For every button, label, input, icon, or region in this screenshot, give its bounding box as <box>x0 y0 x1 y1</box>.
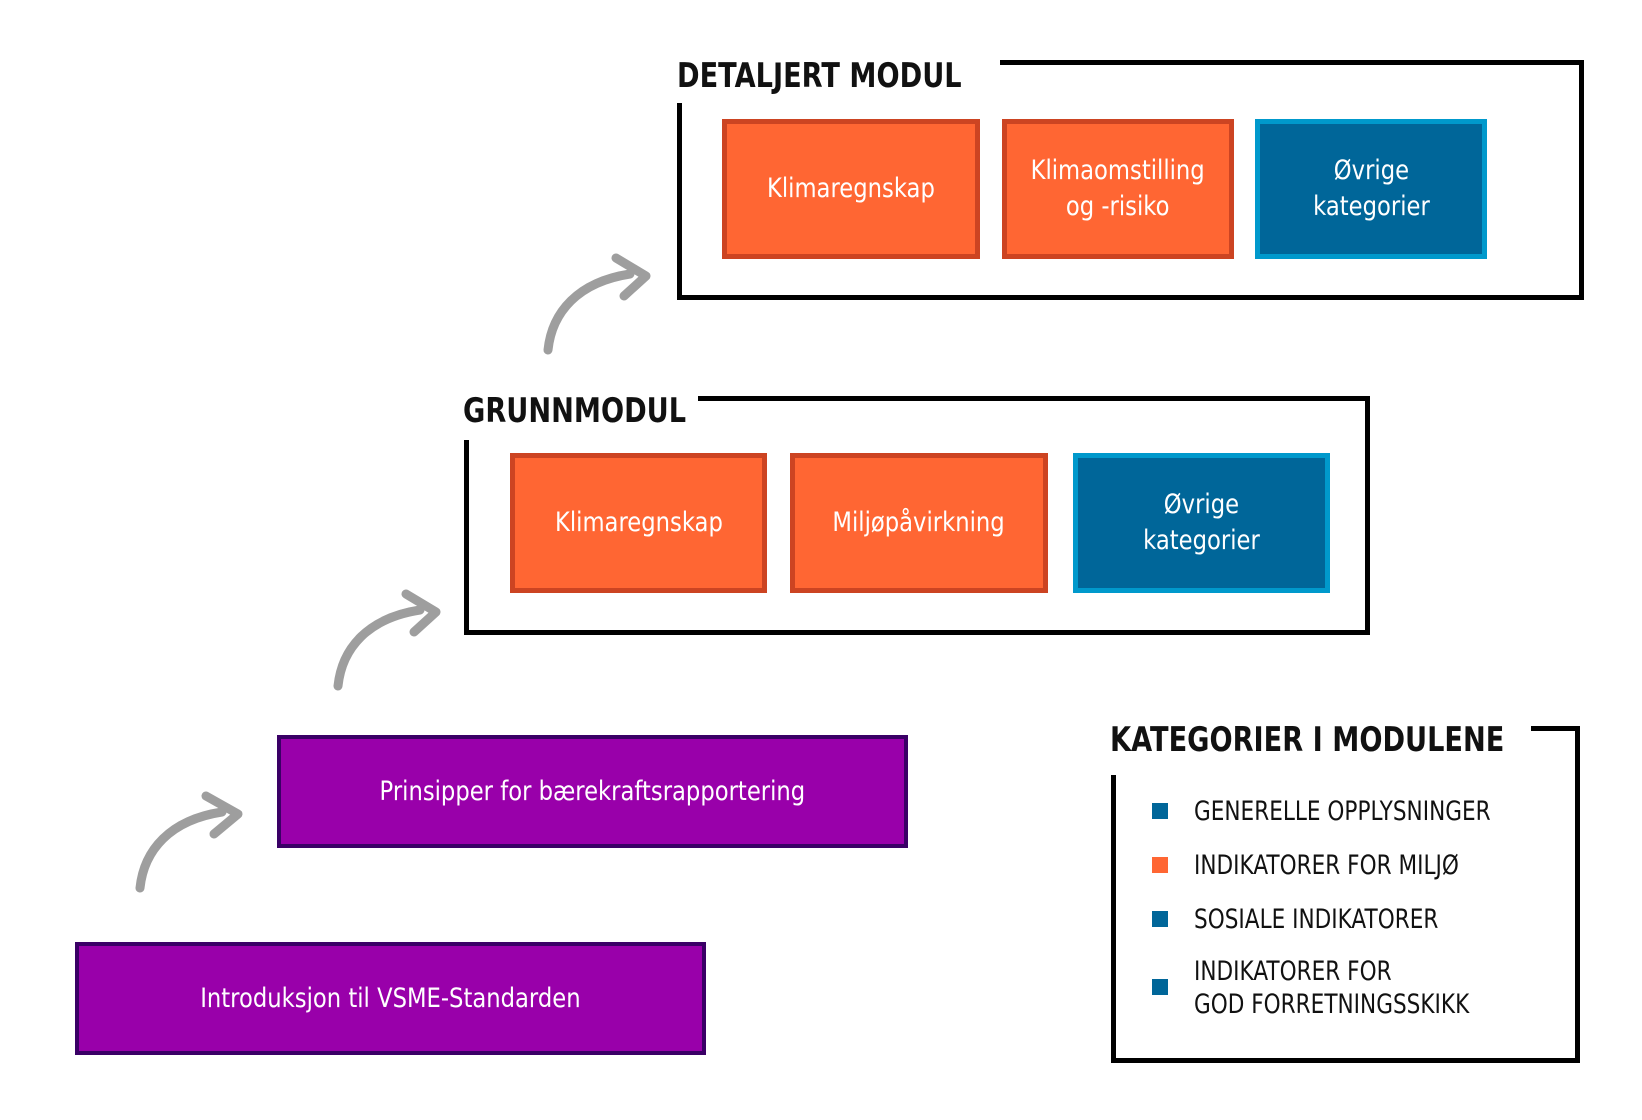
legend-frame-left <box>1111 775 1116 1063</box>
curved-arrow-icon <box>333 589 441 691</box>
detailed-module-frame-top <box>1000 60 1584 65</box>
basic-module-title: GRUNNMODUL <box>463 391 687 431</box>
basic-module-frame-top <box>698 396 1370 401</box>
step-label: Prinsipper for bærekraftsrapportering <box>379 775 806 807</box>
basic-box-ovrige-kategorier: Øvrige kategorier <box>1073 453 1330 593</box>
step-introduction: Introduksjon til VSME-Standarden <box>75 942 706 1055</box>
detailed-box-klimaregnskap: Klimaregnskap <box>722 119 980 259</box>
legend-label: INDIKATORER FOR GOD FORRETNINGSSKIKK <box>1194 956 1470 1020</box>
basic-module-frame-left <box>464 440 469 635</box>
basic-box-miljopavirkning: Miljøpåvirkning <box>790 453 1048 593</box>
step-label: Introduksjon til VSME-Standarden <box>200 982 581 1014</box>
legend-title: KATEGORIER I MODULENE <box>1110 720 1505 760</box>
detailed-module-title: DETALJERT MODUL <box>677 56 962 96</box>
box-label: Øvrige kategorier <box>1143 489 1260 556</box>
box-label: Miljøpåvirkning <box>832 507 1006 538</box>
box-label: Øvrige kategorier <box>1312 155 1430 222</box>
legend-swatch <box>1152 911 1168 927</box>
legend-swatch <box>1152 979 1168 995</box>
detailed-box-klimaomstilling: Klimaomstilling og -risiko <box>1002 119 1234 259</box>
legend-label: INDIKATORER FOR MILJØ <box>1194 850 1459 881</box>
legend-label: SOSIALE INDIKATORER <box>1194 904 1439 935</box>
legend-frame-top <box>1531 726 1580 731</box>
basic-box-klimaregnskap: Klimaregnskap <box>510 453 767 593</box>
detailed-box-ovrige-kategorier: Øvrige kategorier <box>1255 119 1487 259</box>
legend-label: GENERELLE OPPLYSNINGER <box>1194 796 1491 827</box>
box-label: Klimaregnskap <box>554 507 723 538</box>
legend-swatch <box>1152 803 1168 819</box>
legend-swatch <box>1152 857 1168 873</box>
legend-frame-right <box>1575 726 1580 1063</box>
box-label: Klimaomstilling og -risiko <box>1030 155 1206 222</box>
basic-module-frame-right <box>1365 396 1370 635</box>
basic-module-frame-bottom <box>464 630 1370 635</box>
detailed-module-frame-right <box>1579 60 1584 300</box>
legend-frame-bottom <box>1111 1058 1580 1063</box>
curved-arrow-icon <box>543 253 651 355</box>
curved-arrow-icon <box>135 791 243 893</box>
box-label: Klimaregnskap <box>767 173 935 204</box>
detailed-module-frame-left <box>677 103 682 300</box>
detailed-module-frame-bottom <box>677 295 1584 300</box>
step-principles: Prinsipper for bærekraftsrapportering <box>277 735 908 848</box>
